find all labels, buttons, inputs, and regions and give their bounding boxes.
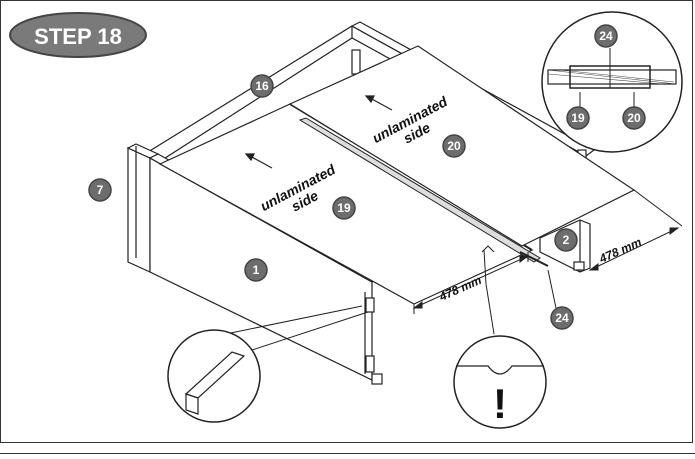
- step-label: STEP 18: [34, 24, 122, 49]
- badge-part-19: 19: [332, 196, 356, 220]
- svg-text:24: 24: [599, 29, 613, 43]
- svg-text:24: 24: [555, 311, 569, 325]
- warning-icon: !: [493, 380, 507, 427]
- svg-text:19: 19: [571, 111, 585, 125]
- badge-part-2: 2: [554, 228, 578, 252]
- svg-text:20: 20: [447, 139, 461, 153]
- svg-text:1: 1: [253, 263, 260, 277]
- svg-text:2: 2: [563, 233, 570, 247]
- direction-arrows: [244, 95, 393, 169]
- svg-text:7: 7: [97, 183, 104, 197]
- detail-circle-corner: [167, 329, 261, 423]
- side-panel-left: [126, 143, 160, 273]
- detail-badge-20: 20: [622, 106, 646, 130]
- step-badge: STEP 18: [9, 12, 147, 58]
- callout-leaders: [215, 245, 557, 353]
- badge-part-20: 20: [442, 134, 466, 158]
- footer-divider: [0, 453, 695, 454]
- detail-circle-warning: !: [453, 335, 547, 429]
- svg-text:16: 16: [255, 79, 269, 93]
- detail-badge-24: 24: [594, 24, 618, 48]
- badge-part-16: 16: [250, 74, 274, 98]
- detail-badge-19: 19: [566, 106, 590, 130]
- part-badges: 16 7 1 19 20 2 24 24 19 20: [88, 24, 646, 330]
- svg-text:20: 20: [627, 111, 641, 125]
- connector-strip-24: [298, 117, 549, 267]
- badge-part-1: 1: [244, 258, 268, 282]
- svg-text:19: 19: [337, 201, 351, 215]
- badge-part-24: 24: [550, 306, 574, 330]
- badge-part-7: 7: [88, 178, 112, 202]
- dimension-side-label: 478 mm: [596, 235, 644, 267]
